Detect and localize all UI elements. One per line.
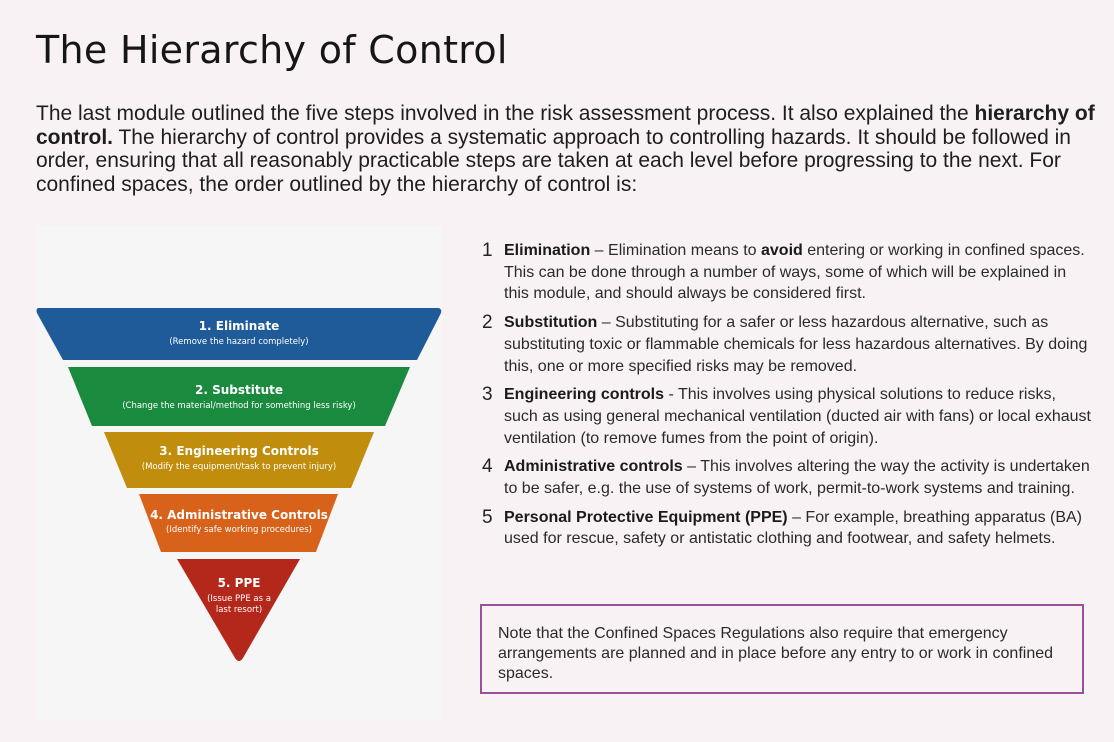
step-text: Administrative controls – This involves … [504,456,1094,499]
step-description-rest: entering or working in confined spaces. … [504,242,1085,303]
step-elimination: 1 Elimination – Elimination means to avo… [482,240,1094,305]
step-description: For example, breathing apparatus (BA) us… [504,508,1083,548]
step-title: Elimination [504,242,591,259]
pyramid-tier-5-title: 5. PPE [218,576,261,590]
pyramid-tier-2-shape [68,367,410,426]
step-description: Elimination means to [608,242,761,259]
intro-text-bold: hierarchy of control. [36,102,1095,149]
pyramid-tier-2-subtitle: (Change the material/method for somethin… [122,401,356,411]
pyramid-tier-1-title: 1. Eliminate [199,319,280,333]
pyramid-tier-4-title: 4. Administrative Controls [150,508,328,522]
step-separator: - [664,386,678,404]
pyramid-tier-3-title: 3. Engineering Controls [159,444,318,458]
step-description: Substituting for a safer or less hazardo… [504,314,1088,375]
hierarchy-diagram: 1. Eliminate (Remove the hazard complete… [36,226,442,720]
pyramid-tier-1-shape [36,308,442,360]
pyramid-tier-5-subtitle-line-2: last resort) [216,605,262,615]
step-engineering-controls: 3 Engineering controls - This involves u… [482,384,1094,449]
step-number: 1 [482,240,493,261]
pyramid-tier-2-title: 2. Substitute [195,383,283,397]
step-number: 3 [482,384,493,406]
step-separator: – [597,314,616,332]
step-description: This involves altering the way the activ… [504,458,1090,498]
step-title: Substitution [504,314,598,332]
intro-text-before: The last module outlined the five steps … [36,102,975,125]
intro-text-after: The hierarchy of control provides a syst… [36,125,1071,196]
step-description: This involves using physical solutions t… [504,386,1091,447]
pyramid-tier-1-subtitle: (Remove the hazard completely) [169,337,308,347]
hierarchy-pyramid: 1. Eliminate (Remove the hazard complete… [36,308,442,661]
pyramid-tier-3-shape [104,432,374,488]
step-title: Administrative controls [504,458,683,476]
step-separator: – [682,458,701,476]
intro-paragraph: The last module outlined the five steps … [36,102,1096,196]
pyramid-tier-5-shape [177,559,300,661]
step-ppe: 5 Personal Protective Equipment (PPE) – … [482,507,1094,550]
step-administrative-controls: 4 Administrative controls – This involve… [482,456,1094,499]
step-text: Elimination – Elimination means to avoid… [504,240,1094,305]
pyramid-tier-2: 2. Substitute (Change the material/metho… [68,367,410,426]
page-title: The Hierarchy of Control [36,28,508,72]
note-text: Note that the Confined Spaces Regulation… [498,625,1054,682]
pyramid-tier-4-subtitle: (Identify safe working procedures) [166,525,312,535]
note-box: Note that the Confined Spaces Regulation… [480,604,1084,694]
step-separator: – [590,242,609,259]
pyramid-tier-5-subtitle-line-1: (Issue PPE as a [207,594,271,604]
control-steps-list: 1 Elimination – Elimination means to avo… [482,240,1094,557]
step-text: Substitution – Substituting for a safer … [504,312,1094,377]
step-text: Engineering controls - This involves usi… [504,384,1094,449]
step-title: Engineering controls [504,386,665,404]
step-number: 2 [482,312,493,334]
pyramid-tier-3-subtitle: (Modify the equipment/task to prevent in… [142,462,336,472]
step-title: Personal Protective Equipment (PPE) [504,508,788,526]
pyramid-tier-1: 1. Eliminate (Remove the hazard complete… [36,308,442,360]
step-number: 5 [482,506,493,528]
step-separator: – [787,508,806,526]
pyramid-tier-4: 4. Administrative Controls (Identify saf… [139,494,338,552]
step-description-bold: avoid [761,242,803,259]
pyramid-tier-5: 5. PPE (Issue PPE as a last resort) [177,559,300,661]
step-substitution: 2 Substitution – Substituting for a safe… [482,312,1094,377]
pyramid-tier-4-shape [139,494,338,552]
step-number: 4 [482,456,493,478]
pyramid-tier-3: 3. Engineering Controls (Modify the equi… [104,432,374,488]
step-text: Personal Protective Equipment (PPE) – Fo… [504,507,1094,550]
